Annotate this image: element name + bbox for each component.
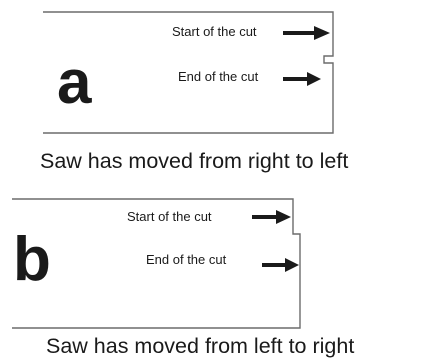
start-arrow-a bbox=[283, 26, 330, 40]
panel-b-start-label: Start of the cut bbox=[127, 209, 212, 224]
panel-a-caption: Saw has moved from right to left bbox=[40, 149, 349, 173]
panel-b-end-label: End of the cut bbox=[146, 252, 227, 267]
start-arrow-b bbox=[252, 210, 291, 224]
panel-a-start-label: Start of the cut bbox=[172, 24, 257, 39]
end-arrow-b bbox=[262, 258, 299, 272]
panel-a-letter: a bbox=[57, 48, 92, 117]
board-outline-b bbox=[12, 198, 301, 329]
board-outline-a bbox=[43, 11, 334, 134]
panel-b-caption: Saw has moved from left to right bbox=[46, 334, 355, 358]
panel-b-letter: b bbox=[13, 225, 51, 294]
end-arrow-a bbox=[283, 72, 321, 86]
panel-a-end-label: End of the cut bbox=[178, 69, 259, 84]
